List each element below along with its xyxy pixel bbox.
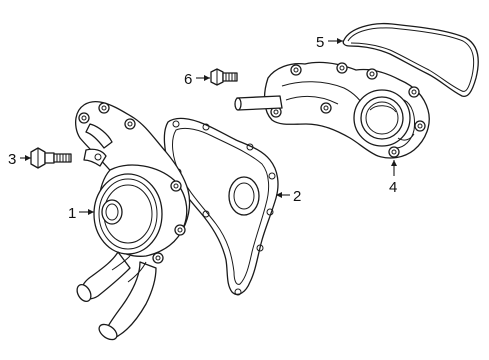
water-pump-part-1 [74, 100, 191, 341]
housing-part-4 [234, 61, 430, 159]
bolt-part-6 [210, 68, 238, 86]
callout-2: 2 [293, 188, 301, 205]
bolt-part-3 [30, 147, 72, 169]
callout-6: 6 [184, 71, 192, 88]
callout-leaders [20, 38, 397, 215]
gasket-part-2 [163, 117, 279, 296]
callout-5: 5 [316, 34, 324, 51]
seal-ring-part-5 [342, 22, 479, 98]
callout-1: 1 [68, 205, 76, 222]
callout-3: 3 [8, 151, 16, 168]
callout-4: 4 [389, 179, 397, 196]
